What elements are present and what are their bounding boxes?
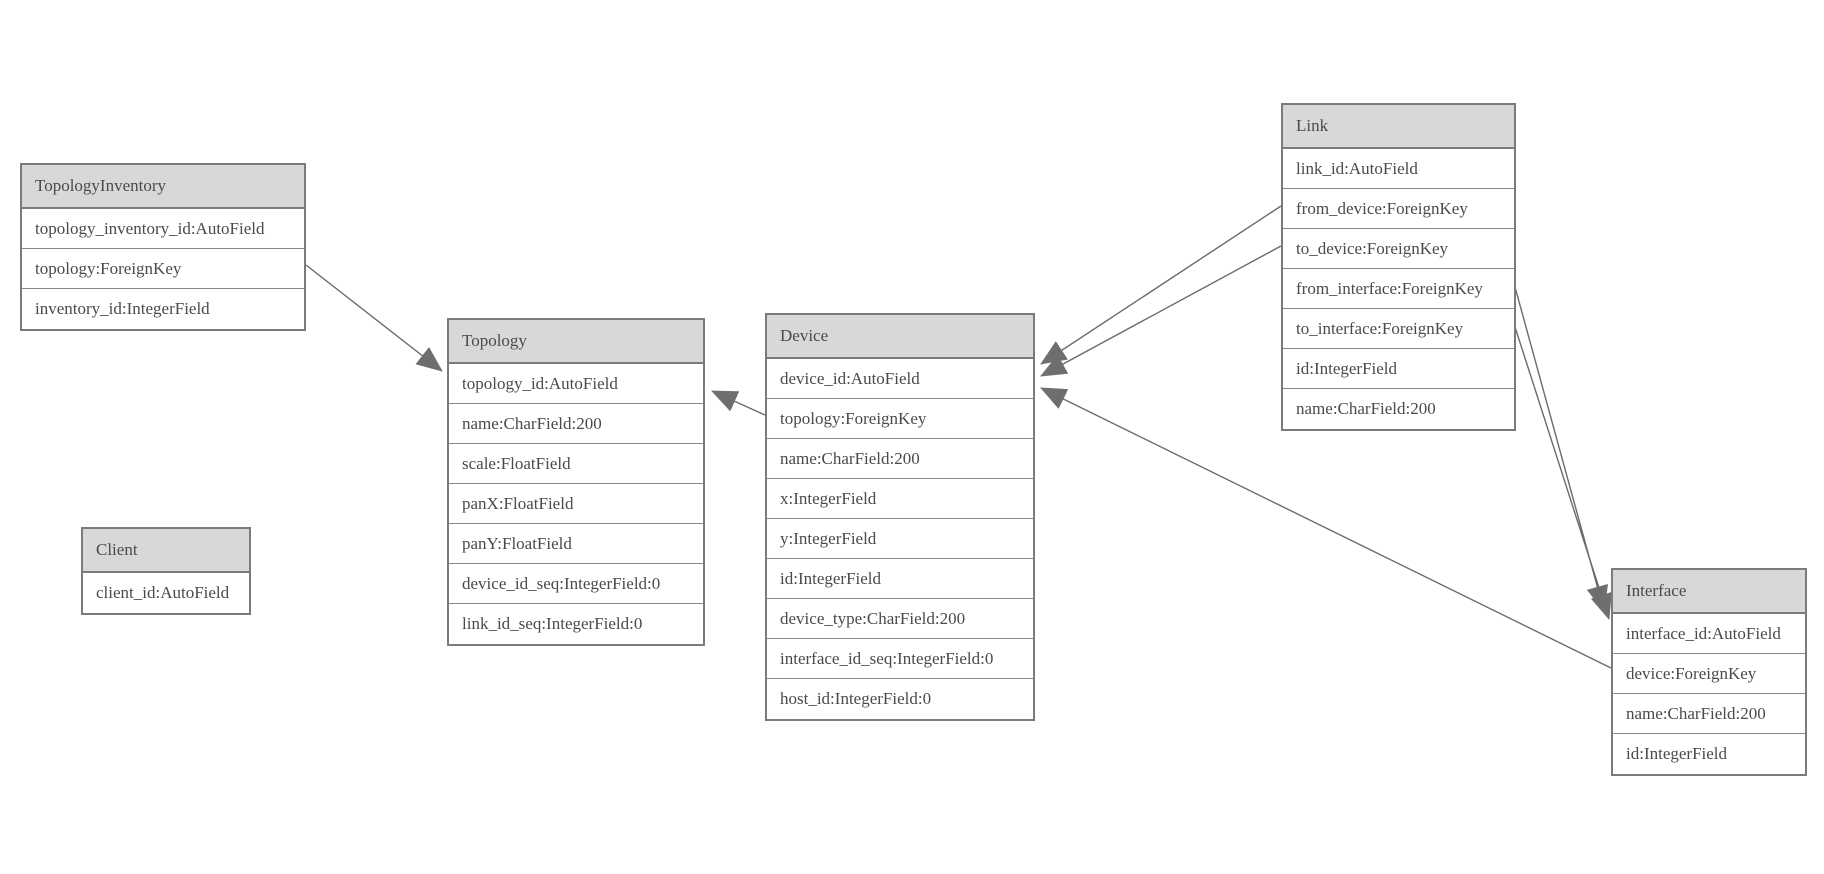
field-row: to_interface:ForeignKey xyxy=(1283,309,1514,349)
entity-topologyinventory: TopologyInventory topology_inventory_id:… xyxy=(20,163,306,331)
rel-link-todevice-device-line xyxy=(1040,245,1282,377)
field-row: link_id:AutoField xyxy=(1283,149,1514,189)
entity-title: TopologyInventory xyxy=(22,165,304,209)
field-row: from_interface:ForeignKey xyxy=(1283,269,1514,309)
entity-title: Device xyxy=(767,315,1033,359)
entity-title: Topology xyxy=(449,320,703,364)
field-row: panY:FloatField xyxy=(449,524,703,564)
field-row: name:CharField:200 xyxy=(1296,399,1436,418)
field-row: client_id:AutoField xyxy=(96,583,230,602)
field-row: inventory_id:IntegerField xyxy=(35,299,210,318)
field-row: name:CharField:200 xyxy=(767,439,1033,479)
entity-title: Client xyxy=(83,529,249,573)
field-row: name:CharField:200 xyxy=(1613,694,1805,734)
rel-link-frominterface-interface-line xyxy=(1514,286,1608,612)
field-row: y:IntegerField xyxy=(767,519,1033,559)
entity-client: Client client_id:AutoField xyxy=(81,527,251,615)
field-row: device_id:AutoField xyxy=(767,359,1033,399)
field-row: id:IntegerField xyxy=(767,559,1033,599)
rel-link-fromdevice-device-line xyxy=(1040,205,1282,365)
field-row: topology_inventory_id:AutoField xyxy=(22,209,304,249)
entity-device: Device device_id:AutoField topology:Fore… xyxy=(765,313,1035,721)
field-row: id:IntegerField xyxy=(1283,349,1514,389)
field-row: topology:ForeignKey xyxy=(767,399,1033,439)
field-row: device_type:CharField:200 xyxy=(767,599,1033,639)
entity-link: Link link_id:AutoField from_device:Forei… xyxy=(1281,103,1516,431)
field-row: host_id:IntegerField:0 xyxy=(780,689,932,708)
field-row: device:ForeignKey xyxy=(1613,654,1805,694)
field-row: topology:ForeignKey xyxy=(22,249,304,289)
field-row: interface_id_seq:IntegerField:0 xyxy=(767,639,1033,679)
rel-device-topology-line xyxy=(711,390,766,416)
field-row: from_device:ForeignKey xyxy=(1283,189,1514,229)
entity-interface: Interface interface_id:AutoField device:… xyxy=(1611,568,1807,776)
field-row: link_id_seq:IntegerField:0 xyxy=(462,614,643,633)
field-row: x:IntegerField xyxy=(767,479,1033,519)
field-row: to_device:ForeignKey xyxy=(1283,229,1514,269)
field-row: device_id_seq:IntegerField:0 xyxy=(449,564,703,604)
field-row: scale:FloatField xyxy=(449,444,703,484)
rel-link-tointerface-interface-line xyxy=(1514,326,1612,620)
field-row: interface_id:AutoField xyxy=(1613,614,1805,654)
field-row: panX:FloatField xyxy=(449,484,703,524)
entity-title: Link xyxy=(1283,105,1514,149)
entity-title: Interface xyxy=(1613,570,1805,614)
entity-topology: Topology topology_id:AutoField name:Char… xyxy=(447,318,705,646)
field-row: topology_id:AutoField xyxy=(449,364,703,404)
field-row: name:CharField:200 xyxy=(449,404,703,444)
rel-topologyinventory-topology-line xyxy=(305,264,443,372)
field-row: id:IntegerField xyxy=(1626,744,1728,763)
